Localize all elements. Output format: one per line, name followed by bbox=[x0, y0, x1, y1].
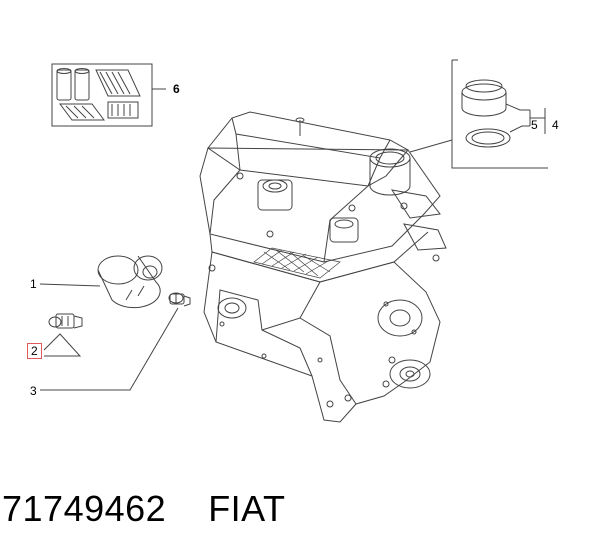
leader-1 bbox=[39, 283, 101, 287]
engine-exploded-diagram bbox=[39, 59, 548, 423]
part-caption: 71749462 FIAT bbox=[2, 488, 286, 530]
oil-filter-part bbox=[97, 255, 163, 309]
leader-4-5 bbox=[409, 139, 453, 153]
callout-4: 4 bbox=[552, 118, 559, 132]
leader-2 bbox=[43, 333, 82, 357]
leader-3 bbox=[40, 307, 179, 391]
callout-5: 5 bbox=[531, 118, 538, 132]
callout-6: 6 bbox=[173, 82, 180, 96]
part-number: 71749462 bbox=[2, 488, 167, 529]
oil-pressure-switch-part bbox=[48, 313, 83, 329]
callout-2-highlighted: 2 bbox=[27, 343, 42, 359]
callout-3: 3 bbox=[30, 384, 37, 398]
brand-name: FIAT bbox=[208, 488, 286, 529]
callout-1: 1 bbox=[30, 277, 37, 291]
filter-kit-inset bbox=[51, 63, 153, 127]
engine-block bbox=[199, 111, 447, 423]
filter-union-part bbox=[168, 292, 191, 307]
oil-cap-inset bbox=[451, 59, 548, 169]
